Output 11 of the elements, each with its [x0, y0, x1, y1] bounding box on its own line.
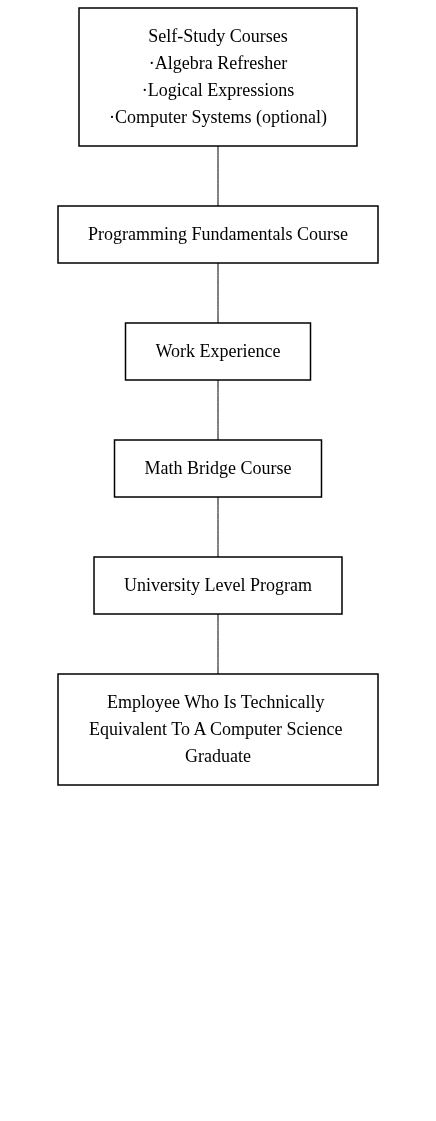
node-box: Programming Fundamentals Course	[57, 205, 379, 264]
node-box: Work Experience	[124, 322, 312, 381]
connector	[217, 262, 219, 324]
connector	[217, 379, 219, 441]
connector	[217, 613, 219, 675]
node-box: Employee Who Is Technically Equivalent To A Computer Science Graduate	[57, 673, 379, 786]
node-box: University Level Program	[93, 556, 343, 615]
connector	[217, 145, 219, 207]
node-box: Math Bridge Course	[113, 439, 323, 498]
connector	[217, 496, 219, 558]
node-box: Self-Study Courses ·Algebra Refresher ·Logical Expressions ·Computer Systems (optional)	[78, 7, 358, 147]
